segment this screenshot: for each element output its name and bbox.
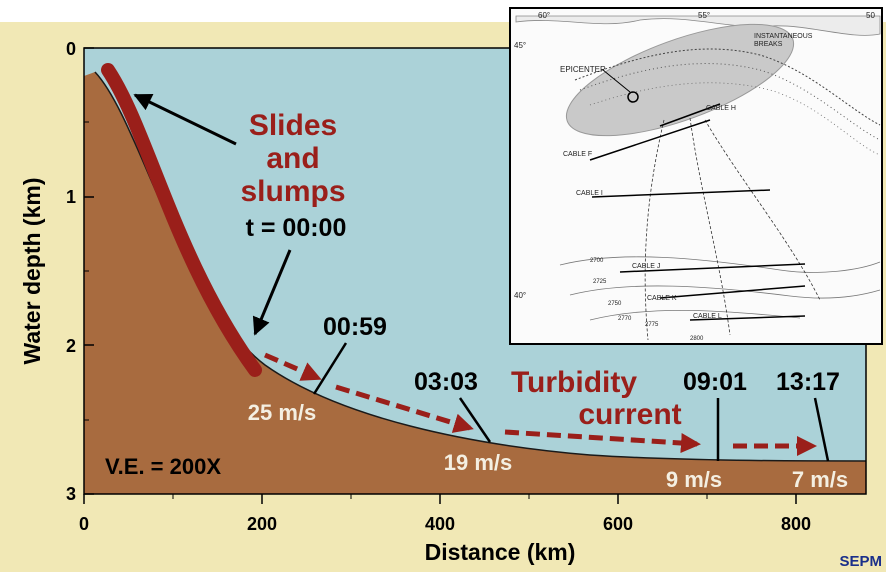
start-time-arrow bbox=[252, 249, 292, 336]
vertical-exaggeration-label: V.E. = 200X bbox=[105, 454, 221, 479]
x-tick-label: 400 bbox=[425, 514, 455, 534]
slope-hachures bbox=[574, 48, 881, 126]
depth-label: 2700 bbox=[590, 258, 604, 264]
depth-contour bbox=[589, 309, 801, 321]
y-tick-label: 3 bbox=[66, 484, 76, 504]
longitude-label: 60° bbox=[538, 11, 550, 20]
flow-path-line bbox=[644, 119, 665, 341]
cable-label: CABLE L bbox=[693, 313, 722, 320]
slides-label: slumps bbox=[240, 175, 345, 208]
cable-label: CABLE H bbox=[706, 105, 736, 112]
instantaneous-breaks-zone bbox=[565, 23, 795, 137]
flow-path-line bbox=[689, 117, 731, 336]
y-axis-label: Water depth (km) bbox=[19, 178, 45, 365]
slides-label: Slides bbox=[249, 109, 337, 142]
turbidity-label: Turbidity bbox=[511, 366, 637, 399]
cable-label: CABLE K bbox=[647, 295, 677, 302]
x-tick-label: 800 bbox=[781, 514, 811, 534]
latitude-label: 45° bbox=[514, 41, 526, 50]
x-tick-label: 600 bbox=[603, 514, 633, 534]
x-axis-label: Distance (km) bbox=[425, 539, 576, 565]
x-tick-label: 200 bbox=[247, 514, 277, 534]
depth-label: 2725 bbox=[593, 279, 607, 285]
depth-label: 2800 bbox=[690, 336, 704, 342]
cable-label: CABLE F bbox=[563, 151, 592, 158]
epicenter-pointer bbox=[602, 69, 631, 93]
x-axis-ticks bbox=[83, 494, 797, 504]
depth-contour bbox=[569, 285, 881, 299]
x-tick-label: 0 bbox=[79, 514, 89, 534]
longitude-label: 50 bbox=[866, 11, 875, 20]
flow-arrows bbox=[264, 352, 817, 456]
land-outline bbox=[515, 15, 881, 36]
speed-label: 7 m/s bbox=[792, 467, 848, 492]
epicenter-marker bbox=[627, 91, 639, 103]
latitude-label: 40° bbox=[514, 291, 526, 300]
depth-contour bbox=[559, 256, 881, 273]
credit-label: SEPM bbox=[839, 553, 882, 570]
breaks-label: INSTANTANEOUS bbox=[754, 33, 813, 40]
time-label: 13:17 bbox=[776, 368, 840, 396]
cable-label: CABLE I bbox=[576, 190, 603, 197]
time-marker-line bbox=[458, 397, 492, 443]
flow-path-line bbox=[704, 119, 821, 301]
depth-label: 2770 bbox=[618, 316, 632, 322]
y-tick-label: 1 bbox=[66, 187, 76, 207]
slides-pointer-arrow bbox=[133, 93, 237, 146]
speed-label: 9 m/s bbox=[666, 467, 722, 492]
cable-line bbox=[589, 119, 711, 161]
time-label: 09:01 bbox=[683, 368, 747, 396]
time-label: 00:59 bbox=[323, 313, 387, 341]
slide-slump-band bbox=[101, 63, 262, 377]
speed-label: 19 m/s bbox=[444, 450, 513, 475]
start-time-label: t = 00:00 bbox=[246, 214, 347, 242]
y-axis-ticks bbox=[84, 47, 94, 495]
breaks-label: BREAKS bbox=[754, 41, 783, 48]
time-marker-line bbox=[312, 342, 348, 395]
y-tick-label: 2 bbox=[66, 336, 76, 356]
cable-line bbox=[591, 189, 771, 198]
time-marker-line bbox=[813, 397, 830, 462]
cable-line bbox=[619, 263, 806, 273]
cable-label: CABLE J bbox=[632, 263, 660, 270]
speed-label: 25 m/s bbox=[248, 400, 317, 425]
slides-label: and bbox=[266, 142, 319, 175]
depth-label: 2750 bbox=[608, 301, 622, 307]
depth-label: 2775 bbox=[645, 322, 659, 328]
cable-line bbox=[659, 103, 721, 127]
time-label: 03:03 bbox=[414, 368, 478, 396]
longitude-label: 55° bbox=[698, 11, 710, 20]
turbidity-label: current bbox=[578, 398, 681, 431]
inset-map: EPICENTER INSTANTANEOUS BREAKS CABLE H C… bbox=[509, 7, 883, 345]
epicenter-label: EPICENTER bbox=[560, 65, 606, 74]
y-tick-label: 0 bbox=[66, 39, 76, 59]
cable-line bbox=[689, 315, 806, 321]
cable-line bbox=[659, 285, 806, 299]
seafloor-sediment bbox=[84, 72, 866, 494]
